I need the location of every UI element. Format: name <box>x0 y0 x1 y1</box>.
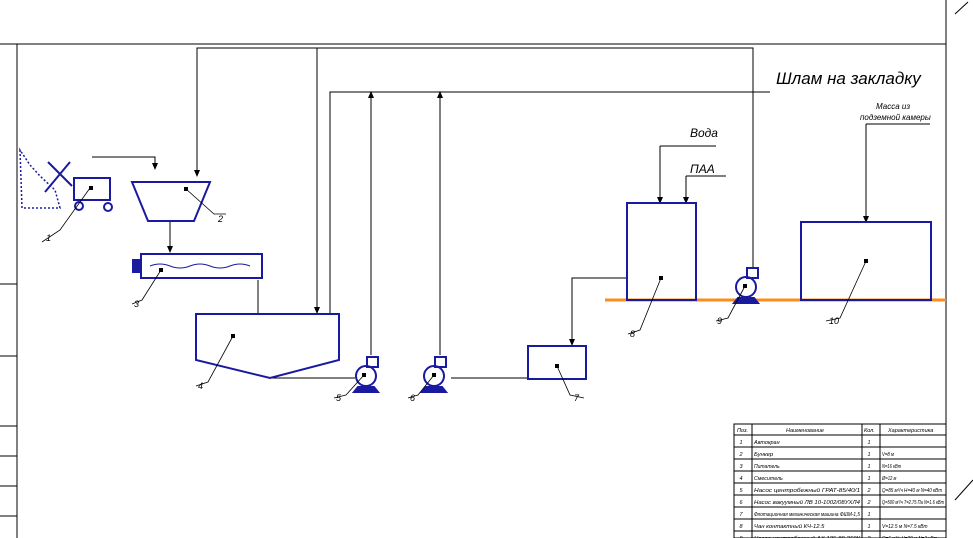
table-cell: 8 <box>739 524 743 530</box>
table-cell: Ø=12 м <box>881 476 896 482</box>
table-cell: 1 <box>867 440 870 446</box>
underground-chamber-shape <box>800 221 932 301</box>
position-number: 1 <box>46 233 51 243</box>
hopper-shape <box>130 181 212 222</box>
table-cell: Насос центробежный ГРАТ-85/40/1 <box>754 487 860 494</box>
position-number: 9 <box>717 316 722 326</box>
equipment-center-dots <box>89 186 868 377</box>
table-cell: 6 <box>739 500 743 506</box>
table-cell: 1 <box>867 464 870 470</box>
table-cell: Питатель <box>754 464 780 470</box>
pipelines <box>92 47 930 379</box>
table-header-cell: Поз. <box>737 428 748 434</box>
table-row: 2 Бункер 1 V=8 м <box>738 452 894 458</box>
pump-9-icon <box>731 267 761 304</box>
table-cell: Флотационная механическая машина ФШМ-1,5 <box>754 512 861 518</box>
pump-5-icon <box>351 356 381 393</box>
position-number: 7 <box>574 393 580 403</box>
position-number: 10 <box>829 316 839 326</box>
mixer-shape <box>195 313 340 380</box>
table-cell: V=8 м <box>882 452 894 458</box>
paa-label: ПАА <box>690 162 715 176</box>
table-cell: Насос вакуумный ЛВ 10-1002/08УХЛ4 <box>754 499 860 506</box>
table-cell: 1 <box>739 440 742 446</box>
table-row: 6 Насос вакуумный ЛВ 10-1002/08УХЛ4 2 Q=500… <box>739 499 944 506</box>
table-cell: V=12.5 м N=7.5 кВт <box>882 524 928 530</box>
table-cell: 1 <box>867 512 870 518</box>
position-number: 2 <box>217 214 223 224</box>
table-row: 9 Насос центробежный АХ 125-80-250К 2 Q=6 м… <box>739 535 937 538</box>
table-cell: Чан контактный КЧ-12.5 <box>754 523 825 530</box>
specification-table: Поз. Наименование Кол. Характеристика 1 А… <box>733 423 947 538</box>
table-cell: Q=6 м³/ч H=20 м N=3 кВт <box>882 536 938 538</box>
table-cell: 2 <box>866 500 870 506</box>
position-number: 8 <box>630 329 635 339</box>
table-row: 8 Чан контактный КЧ-12.5 1 V=12.5 м N=7.5 к… <box>739 523 927 530</box>
table-cell: 2 <box>866 488 870 494</box>
feeder-shape <box>132 253 263 279</box>
table-cell: 2 <box>738 452 742 458</box>
position-numbers: 1 2 3 4 5 6 7 8 9 10 <box>46 214 839 403</box>
leader-lines <box>41 187 867 399</box>
table-cell: 2 <box>866 536 870 538</box>
table-header-cell: Кол. <box>864 428 875 434</box>
table-header-cell: Характеристика <box>887 428 933 434</box>
pump-6-icon <box>419 356 449 393</box>
table-cell: 1 <box>867 452 870 458</box>
water-label: Вода <box>690 126 718 140</box>
contact-tank-shape <box>626 202 697 301</box>
table-cell: N=16 кВт <box>882 464 902 470</box>
position-number: 4 <box>198 381 203 391</box>
chamber-label-line1: Масса из <box>876 102 910 111</box>
auto-crane-icon <box>19 147 113 212</box>
table-row: 5 Насос центробежный ГРАТ-85/40/1 2 Q=85 м³… <box>739 487 942 494</box>
table-cell: Q=500 м³/ч Т=2.75 Па N=1.6 кВт <box>882 500 944 506</box>
table-cell: 1 <box>867 524 870 530</box>
table-cell: 4 <box>739 476 742 482</box>
table-row: 7 Флотационная механическая машина ФШМ-1,… <box>739 512 870 518</box>
table-cell: 7 <box>739 512 743 518</box>
flotation-machine-shape <box>527 345 587 380</box>
table-cell: 5 <box>739 488 743 494</box>
table-cell: 9 <box>739 536 742 538</box>
chamber-label-line2: подземной камеры <box>860 113 931 122</box>
table-row: 3 Питатель 1 N=16 кВт <box>739 464 901 470</box>
table-cell: Q=85 м³/ч H=40 м N=40 кВт <box>882 488 942 494</box>
table-cell: 3 <box>739 464 743 470</box>
position-number: 5 <box>336 393 342 403</box>
table-header-cell: Наименование <box>786 428 824 434</box>
table-cell: 1 <box>867 476 870 482</box>
table-header-row: Поз. Наименование Кол. Характеристика <box>737 428 933 434</box>
table-cell: Насос центробежный АХ 125-80-250К <box>754 535 861 538</box>
table-cell: Бункер <box>754 452 773 458</box>
position-number: 3 <box>134 299 139 309</box>
equipment <box>19 147 932 393</box>
table-row: 1 Автокран 1 <box>739 440 870 446</box>
flow-arrows <box>152 91 869 346</box>
table-cell: Автокран <box>753 440 780 446</box>
position-number: 6 <box>410 393 415 403</box>
table-row: 4 Смеситель 1 Ø=12 м <box>739 476 896 482</box>
diagram-title: Шлам на закладку <box>776 69 922 88</box>
table-cell: Смеситель <box>754 476 783 482</box>
